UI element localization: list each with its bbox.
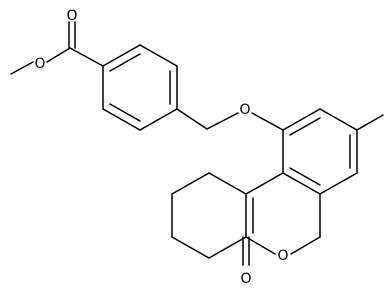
benzyl-ether-linker — [176, 108, 284, 131]
bond-lactone-d — [290, 236, 321, 255]
methyl-ester-group — [10, 21, 104, 75]
cyclohexane-ring — [171, 172, 247, 259]
bond-ring2-inner-1 — [289, 117, 321, 136]
bond-ring2-inner-3 — [289, 167, 321, 186]
atom-label-ester-ether-o: O — [34, 56, 45, 72]
bond-cyclo-b — [171, 172, 210, 195]
bond-ester-o-c — [46, 47, 71, 63]
bond-o-to-ring — [251, 112, 284, 131]
bond-ring1-d — [139, 108, 178, 131]
bond-cyclo-e — [208, 236, 247, 259]
bond-ring-to-ch2 — [176, 108, 208, 130]
benzene-ring-lower — [282, 108, 384, 195]
bond-ester-methyl — [10, 61, 34, 75]
bond-lactone-c — [245, 236, 276, 255]
bond-ring1-a — [102, 44, 141, 67]
bond-ring2-d — [319, 172, 358, 195]
bond-cyclo-d — [171, 236, 210, 259]
atom-label-lactone-ring-o: O — [277, 248, 288, 264]
bond-ring2-e — [282, 172, 321, 195]
lactone-ring — [242, 172, 321, 266]
bond-ring2-a — [282, 108, 321, 131]
bond-ring2-b — [319, 108, 358, 131]
atom-label-lactone-carbonyl-o: O — [240, 271, 251, 287]
bond-ring1-b — [139, 44, 178, 67]
atom-labels: O O O O O — [34, 8, 288, 287]
bond-aryl-methyl — [356, 114, 384, 131]
bond-lactone-a — [245, 172, 284, 195]
benzene-ring-upper — [102, 44, 178, 131]
bond-cyclo-a — [208, 172, 247, 195]
bond-ch2-to-o — [206, 112, 239, 130]
bond-ester-to-ring — [69, 47, 104, 67]
bond-ring1-inner-1 — [109, 53, 141, 72]
bond-ring1-e — [102, 108, 141, 131]
atom-label-benzyl-ether-o: O — [239, 102, 250, 118]
atom-label-ester-carbonyl-o: O — [66, 8, 77, 24]
bond-ring1-inner-3 — [109, 103, 141, 122]
